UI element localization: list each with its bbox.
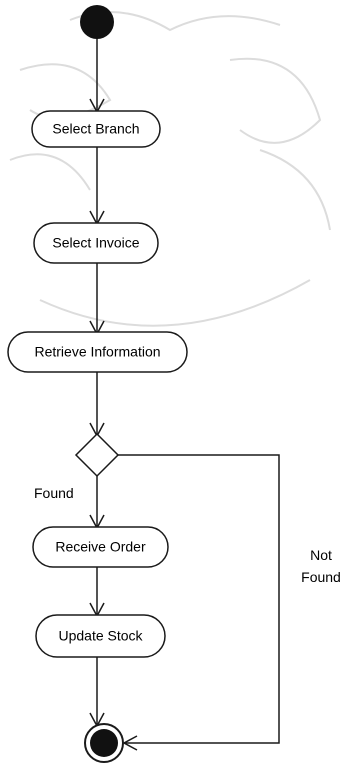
activity-label: Select Branch [52,121,139,137]
not-found-label-line-2: Found [301,569,341,585]
decision-node [74,432,120,478]
activity-label: Retrieve Information [34,344,160,360]
watermark [9,11,331,327]
activity-label: Select Invoice [52,235,139,251]
activity-label: Receive Order [55,539,146,555]
found-label: Found [34,485,74,501]
initial-node [80,5,114,39]
activity-label: Update Stock [58,628,143,644]
final-node [84,723,124,763]
edge-decision-not-found [118,454,280,744]
activity-update-stock: Update Stock [35,614,166,658]
not-found-label-line-1: Not [310,547,332,563]
activity-receive-order: Receive Order [32,526,169,568]
activity-select-branch: Select Branch [31,110,161,148]
activity-retrieve-information: Retrieve Information [7,331,188,373]
activity-select-invoice: Select Invoice [33,222,159,264]
